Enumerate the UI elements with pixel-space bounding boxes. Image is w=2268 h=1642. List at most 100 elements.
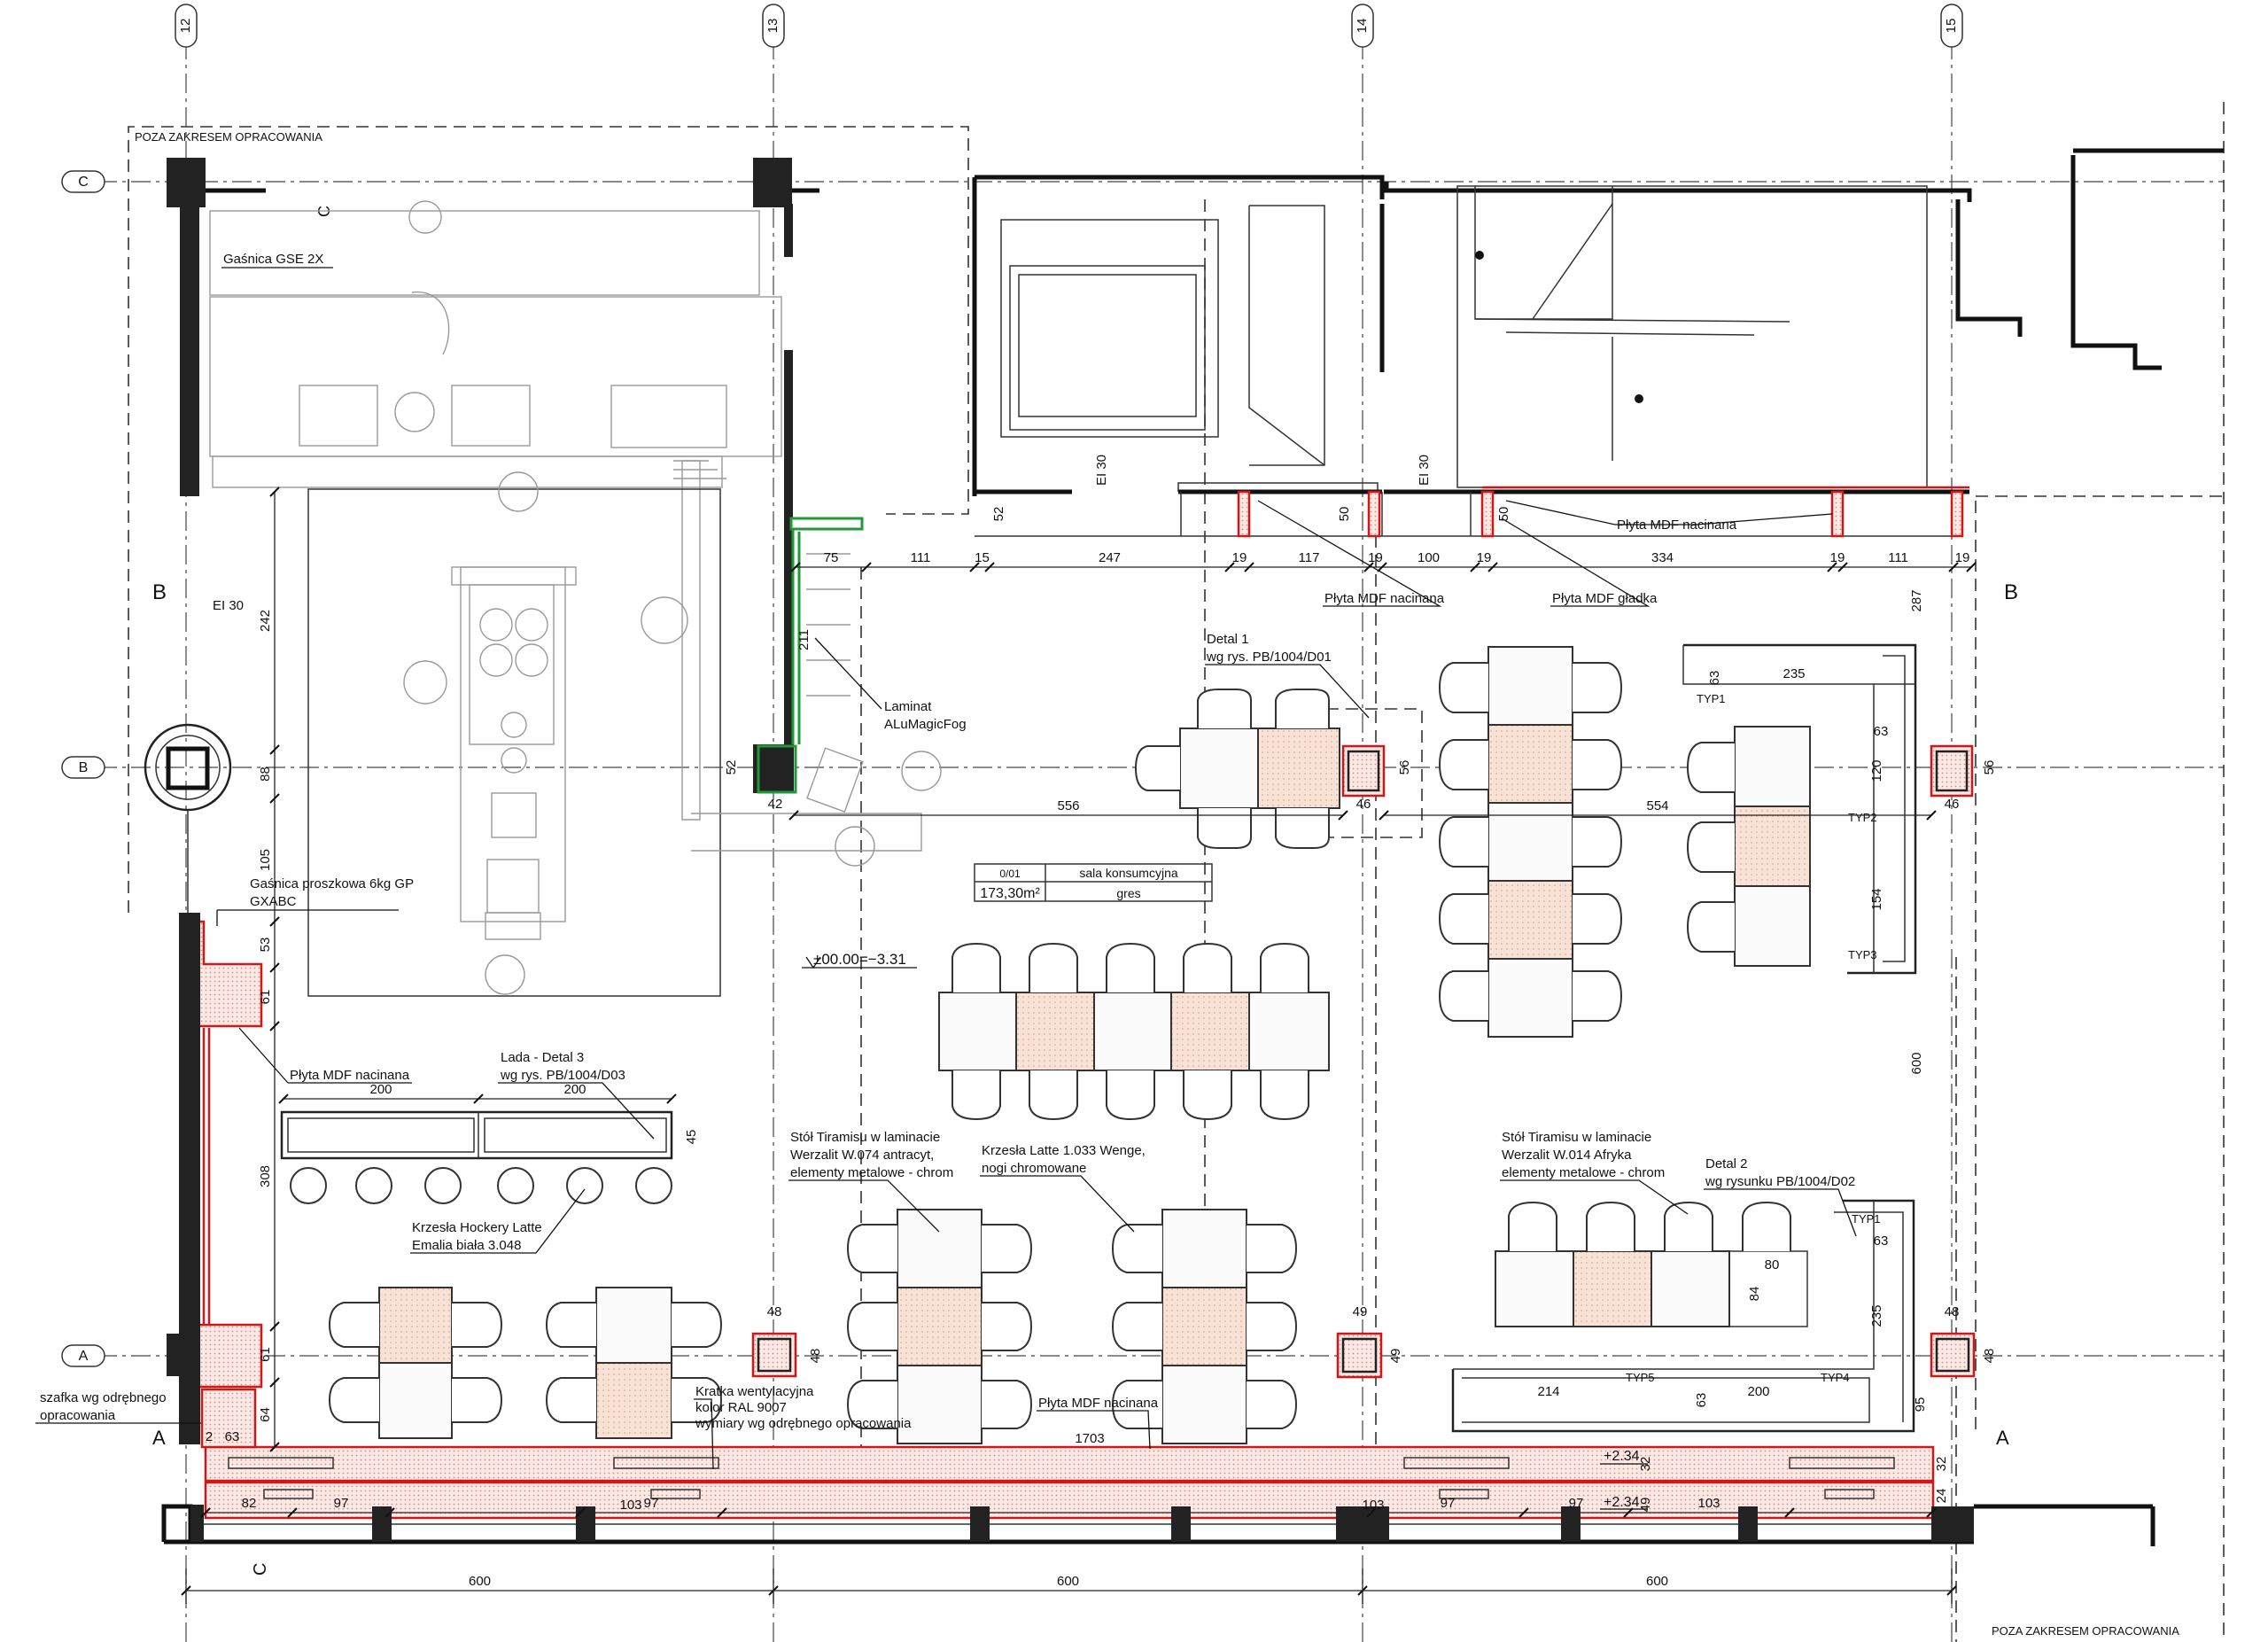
oven xyxy=(451,385,531,447)
table xyxy=(897,1209,983,1288)
dim-bench: 154 xyxy=(1869,888,1884,910)
structural-columns xyxy=(751,708,1976,1379)
dim-detail2: 84 xyxy=(1747,1287,1762,1302)
chair xyxy=(1438,739,1488,790)
dim-counter-value: 200 xyxy=(369,1082,392,1097)
room-area: 173,30m² xyxy=(980,886,1040,901)
dimension-tick xyxy=(269,486,280,497)
chair xyxy=(846,1380,897,1429)
chair xyxy=(1197,808,1252,849)
table xyxy=(1248,992,1330,1071)
dim-top-value: 19 xyxy=(1955,550,1970,565)
round-column-b12 xyxy=(144,723,232,913)
chair xyxy=(1111,1380,1162,1429)
dim-right: 600 xyxy=(1909,1052,1924,1074)
top-rooms xyxy=(167,148,2224,758)
axis-marker-14 xyxy=(1351,4,1374,48)
elevation-2: +2.34 xyxy=(1604,1495,1640,1510)
chair xyxy=(1106,1070,1155,1121)
section-b-left: B xyxy=(152,580,167,604)
dim-strip: 1703 xyxy=(1075,1431,1104,1446)
dim-bench-lower: 95 xyxy=(1913,1397,1928,1412)
top-columns xyxy=(1237,486,1969,538)
elevation-1: +2.34 xyxy=(1604,1449,1640,1464)
chair xyxy=(1438,816,1488,868)
dimension-tick xyxy=(1518,1507,1529,1518)
table xyxy=(1487,880,1573,960)
chair xyxy=(1247,1302,1298,1351)
note-laminate-a: Laminat xyxy=(884,699,932,714)
dimension-tick xyxy=(1366,1507,1377,1518)
axis-label-13: 13 xyxy=(765,19,781,34)
chair xyxy=(846,1224,897,1273)
dim-top-value: 334 xyxy=(1651,550,1674,565)
table xyxy=(1161,1287,1247,1366)
type-label-3: TYP3 xyxy=(1848,948,1877,961)
dim-strip-bottom-value: 97 xyxy=(334,1496,349,1511)
laminate-partition xyxy=(753,517,864,794)
chair xyxy=(1664,1201,1713,1251)
chair xyxy=(452,1302,503,1348)
table xyxy=(1093,992,1172,1071)
chair xyxy=(1183,942,1232,992)
note-hockery-a: Krzesła Hockery Latte xyxy=(412,1220,542,1235)
fire-rating-2: EI 30 xyxy=(1417,455,1432,486)
chair xyxy=(1573,816,1623,868)
chair xyxy=(1438,893,1488,945)
column-a14 xyxy=(1336,1332,1383,1379)
chair xyxy=(1111,1302,1162,1351)
column-a15 xyxy=(1930,1332,1976,1378)
table xyxy=(938,992,1017,1071)
table xyxy=(1257,728,1340,809)
fire-rating-3: EI 30 xyxy=(213,598,244,613)
room-floor: gres xyxy=(1116,886,1140,900)
note-counter-b: wg rys. PB/1004/D03 xyxy=(500,1068,625,1083)
note-mdf-left: Płyta MDF nacinana xyxy=(290,1068,410,1083)
type-label-1: TYP1 xyxy=(1697,692,1726,705)
dim-column-b13: 52 xyxy=(724,760,739,775)
dim-strip-bottom-value: 97 xyxy=(644,1496,659,1511)
stool xyxy=(566,1167,603,1204)
axis-marker-12 xyxy=(175,4,198,48)
column-c12 xyxy=(167,158,206,207)
column-c13 xyxy=(753,158,792,207)
dim-top-vertical: 50 xyxy=(1337,507,1352,522)
note-laminate-b: ALuMagicFog xyxy=(884,717,967,732)
level-marker: ±00.00=−3.31 xyxy=(813,951,906,968)
note-cabinet-a: szafka wg odrębnego xyxy=(40,1390,167,1405)
note-detail1-b: wg rys. PB/1004/D01 xyxy=(1206,650,1332,665)
dim-mid-b-value: 554 xyxy=(1646,798,1668,813)
dimension-tick xyxy=(575,1507,586,1518)
note-mdf-top-1: Płyta MDF nacinana xyxy=(1324,591,1445,606)
table xyxy=(1170,992,1250,1071)
dim-bench-lower: 235 xyxy=(1869,1304,1884,1327)
dim-counter-depth: 45 xyxy=(684,1130,699,1145)
dimension-tick xyxy=(269,793,280,804)
dim-top-value: 111 xyxy=(1888,550,1908,565)
note-latte-a: Krzesła Latte 1.033 Wenge, xyxy=(982,1143,1146,1158)
dim-bench-lower: 214 xyxy=(1537,1384,1559,1399)
note-extinguisher-1: Gaśnica GSE 2X xyxy=(223,252,323,267)
chair xyxy=(1275,808,1330,849)
dimension-tick xyxy=(1363,562,1374,572)
dim-top-value: 100 xyxy=(1418,550,1440,565)
dimension-tick xyxy=(269,1321,280,1332)
dimension-tick xyxy=(269,1442,280,1452)
dim-band: 32 xyxy=(1934,1457,1949,1472)
kitchen-area xyxy=(209,200,942,997)
stove xyxy=(299,385,378,447)
dim-top-value: 19 xyxy=(1477,550,1492,565)
dim-column-a15-w: 48 xyxy=(1945,1304,1960,1319)
dimension-tick xyxy=(473,1093,484,1104)
table xyxy=(897,1365,983,1444)
dimension-tick xyxy=(1948,562,1959,572)
note-detail1-a: Detal 1 xyxy=(1207,632,1249,647)
table xyxy=(1734,885,1811,967)
dim-column-a14-w: 49 xyxy=(1353,1304,1368,1319)
dim-left-value: 308 xyxy=(258,1165,273,1187)
chair xyxy=(1260,1070,1309,1121)
dimension-tick xyxy=(269,1021,280,1031)
dim-band: 32 xyxy=(1638,1457,1653,1472)
column-b14 xyxy=(1341,744,1386,798)
